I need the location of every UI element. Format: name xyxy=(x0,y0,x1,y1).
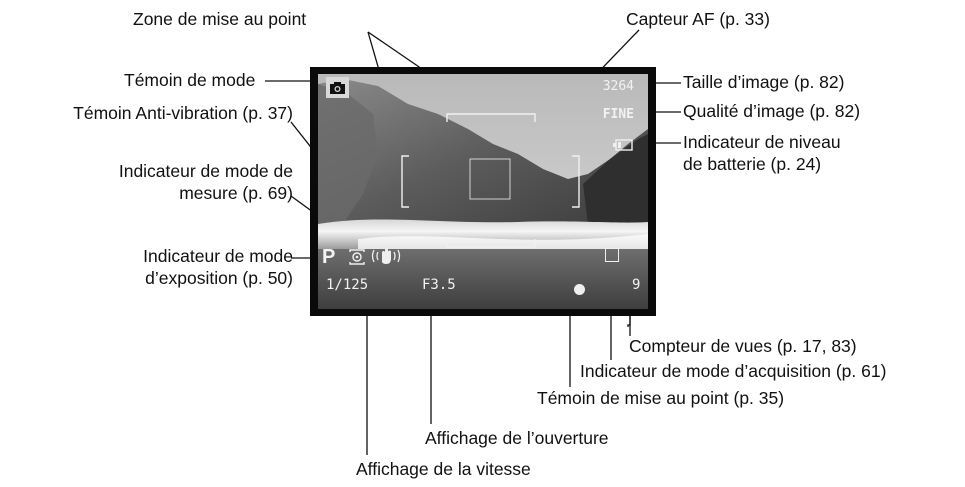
label-frame-counter: Compteur de vues (p. 17, 83) xyxy=(629,336,857,356)
focus-bracket-bottom xyxy=(446,239,536,248)
label-shutter-display: Affichage de la vitesse xyxy=(356,459,531,479)
focus-frame xyxy=(401,113,580,248)
label-anti-vibration: Témoin Anti-vibration (p. 37) xyxy=(73,103,293,123)
label-image-quality: Qualité d’image (p. 82) xyxy=(683,101,861,121)
focus-bracket-right xyxy=(572,155,580,208)
metering-mode-icon xyxy=(349,249,365,265)
frame-count-readout: 9 xyxy=(632,277,641,293)
anti-vibration-hand-icon xyxy=(371,248,401,264)
image-size-readout: 3264 xyxy=(602,79,634,94)
af-sensor-frame xyxy=(469,158,511,200)
shutter-speed-readout: 1/125 xyxy=(326,277,369,293)
label-metering-line2: mesure (p. 69) xyxy=(179,183,293,203)
beach-scene xyxy=(318,74,648,309)
label-battery-line2: de batterie (p. 24) xyxy=(683,154,822,174)
quality-readout: FINE xyxy=(602,107,634,122)
exposure-mode-readout: P xyxy=(322,246,336,268)
battery-icon xyxy=(613,139,633,151)
mode-camera-icon xyxy=(326,77,349,98)
label-mode-indicator: Témoin de mode xyxy=(124,70,256,90)
focus-signal-dot xyxy=(574,284,585,295)
label-af-sensor: Capteur AF (p. 33) xyxy=(626,9,770,29)
label-exposure-line1: Indicateur de mode xyxy=(143,246,293,266)
label-drive-mode: Indicateur de mode d’acquisition (p. 61) xyxy=(580,361,887,381)
label-image-size: Taille d’image (p. 82) xyxy=(683,72,845,92)
focus-bracket-top xyxy=(446,113,536,122)
label-exposure-line2: d’exposition (p. 50) xyxy=(145,268,293,288)
label-battery-line1: Indicateur de niveau xyxy=(683,132,841,152)
camera-lcd-screen: 3264 FINE P 1/125 F3.5 9 xyxy=(310,67,656,316)
aperture-readout: F3.5 xyxy=(422,277,456,293)
label-focus-signal: Témoin de mise au point (p. 35) xyxy=(537,388,785,408)
label-metering-line1: Indicateur de mode de xyxy=(118,161,293,181)
scene-photo: 3264 FINE P 1/125 F3.5 9 xyxy=(318,74,648,309)
drive-mode-square-icon xyxy=(605,248,619,262)
label-aperture-display: Affichage de l’ouverture xyxy=(425,428,609,448)
focus-bracket-left xyxy=(401,155,409,208)
label-focus-zone: Zone de mise au point xyxy=(133,9,307,29)
